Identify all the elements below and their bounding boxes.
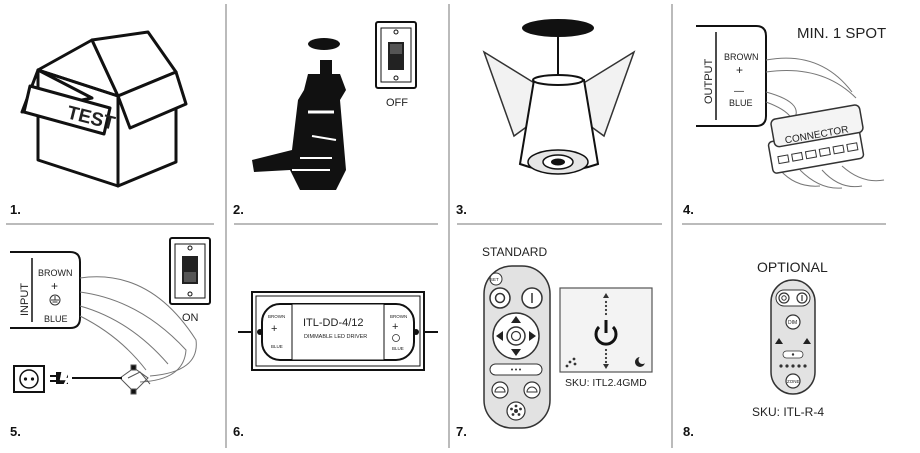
step-1-test-box: TEST: [20, 30, 188, 188]
input-label: INPUT: [19, 283, 31, 316]
dim-label: DIM: [788, 320, 797, 326]
driver-model: ITL-DD-4/12: [303, 317, 364, 329]
step-7-number: 7.: [456, 424, 467, 439]
driver-brown-left: BROWN: [268, 314, 285, 319]
step-2-drill: [252, 38, 346, 190]
step-4-output-wiring: MIN. 1 SPOT OUTPUT BROWN + — BLUE CONNEC…: [696, 25, 886, 189]
remote-on-button: [489, 287, 511, 309]
minus-sign: —: [734, 86, 744, 97]
output-label: OUTPUT: [703, 59, 715, 105]
blue-label: BLUE: [729, 98, 753, 108]
step-3-spotlight: [482, 19, 636, 175]
connector-block: CONNECTOR: [767, 104, 865, 174]
step-8-optional-remote: OPTIONAL DIM ZONE SKU: ITL-R-4: [752, 259, 828, 419]
night-mode-icon: [635, 356, 647, 367]
driver-brown-right: BROWN: [390, 314, 407, 319]
standard-heading: STANDARD: [482, 245, 547, 259]
remote-bright-button: [523, 381, 541, 399]
ground-icon: [392, 334, 400, 342]
brown-label: BROWN: [724, 52, 759, 62]
switch-on-label: ON: [182, 312, 199, 324]
optional-zone-button: [785, 373, 801, 389]
ceiling-hole: [308, 38, 340, 50]
driver-subtitle: DIMMABLE LED DRIVER: [304, 334, 367, 340]
step-4-number: 4.: [683, 202, 694, 217]
step-2-number: 2.: [233, 202, 244, 217]
panel-dividers: [6, 4, 886, 448]
switch-off-label: OFF: [386, 97, 408, 109]
blue-label: BLUE: [44, 314, 68, 324]
set-label: SET: [490, 277, 499, 282]
ground-icon: [49, 294, 61, 306]
step-5-input-wiring: INPUT BROWN + BLUE: [10, 251, 197, 395]
step-3-number: 3.: [456, 202, 467, 217]
step-7-standard-remote: STANDARD SET: [482, 245, 551, 429]
driver-blue-right: BLUE: [392, 346, 404, 351]
brown-label: BROWN: [38, 268, 73, 278]
step-5-switch: ON: [169, 237, 211, 324]
wall-socket-icon: [13, 365, 45, 393]
driver-plus-right: +: [392, 321, 398, 333]
wire-splice: [119, 364, 151, 395]
optional-heading: OPTIONAL: [757, 259, 828, 275]
step-8-number: 8.: [683, 424, 694, 439]
step-5-number: 5.: [10, 424, 21, 439]
zone-label: ZONE: [787, 379, 800, 384]
optional-sku: SKU: ITL-R-4: [752, 405, 824, 419]
step-6-led-driver: ITL-DD-4/12 DIMMABLE LED DRIVER BROWN + …: [238, 291, 438, 371]
power-icon: [594, 320, 618, 346]
step-2-switch: OFF: [375, 21, 417, 109]
plug-icon: [50, 369, 73, 389]
step-1-number: 1.: [10, 202, 21, 217]
plus-sign: +: [736, 63, 743, 77]
driver-plus-left: +: [271, 323, 277, 335]
min-spot-heading: MIN. 1 SPOT: [797, 25, 886, 42]
standard-sku: SKU: ITL2.4GMD: [565, 377, 647, 389]
plus-sign: +: [51, 279, 58, 293]
optional-dim-button: [785, 314, 801, 330]
driver-blue-left: BLUE: [271, 344, 283, 349]
ceiling-hole: [522, 19, 594, 37]
optional-on-button: [778, 292, 790, 304]
step-7-touch-panel: SKU: ITL2.4GMD: [559, 287, 653, 389]
scene-icon: [565, 357, 577, 368]
remote-dim-button: [491, 381, 509, 399]
step-6-number: 6.: [233, 424, 244, 439]
